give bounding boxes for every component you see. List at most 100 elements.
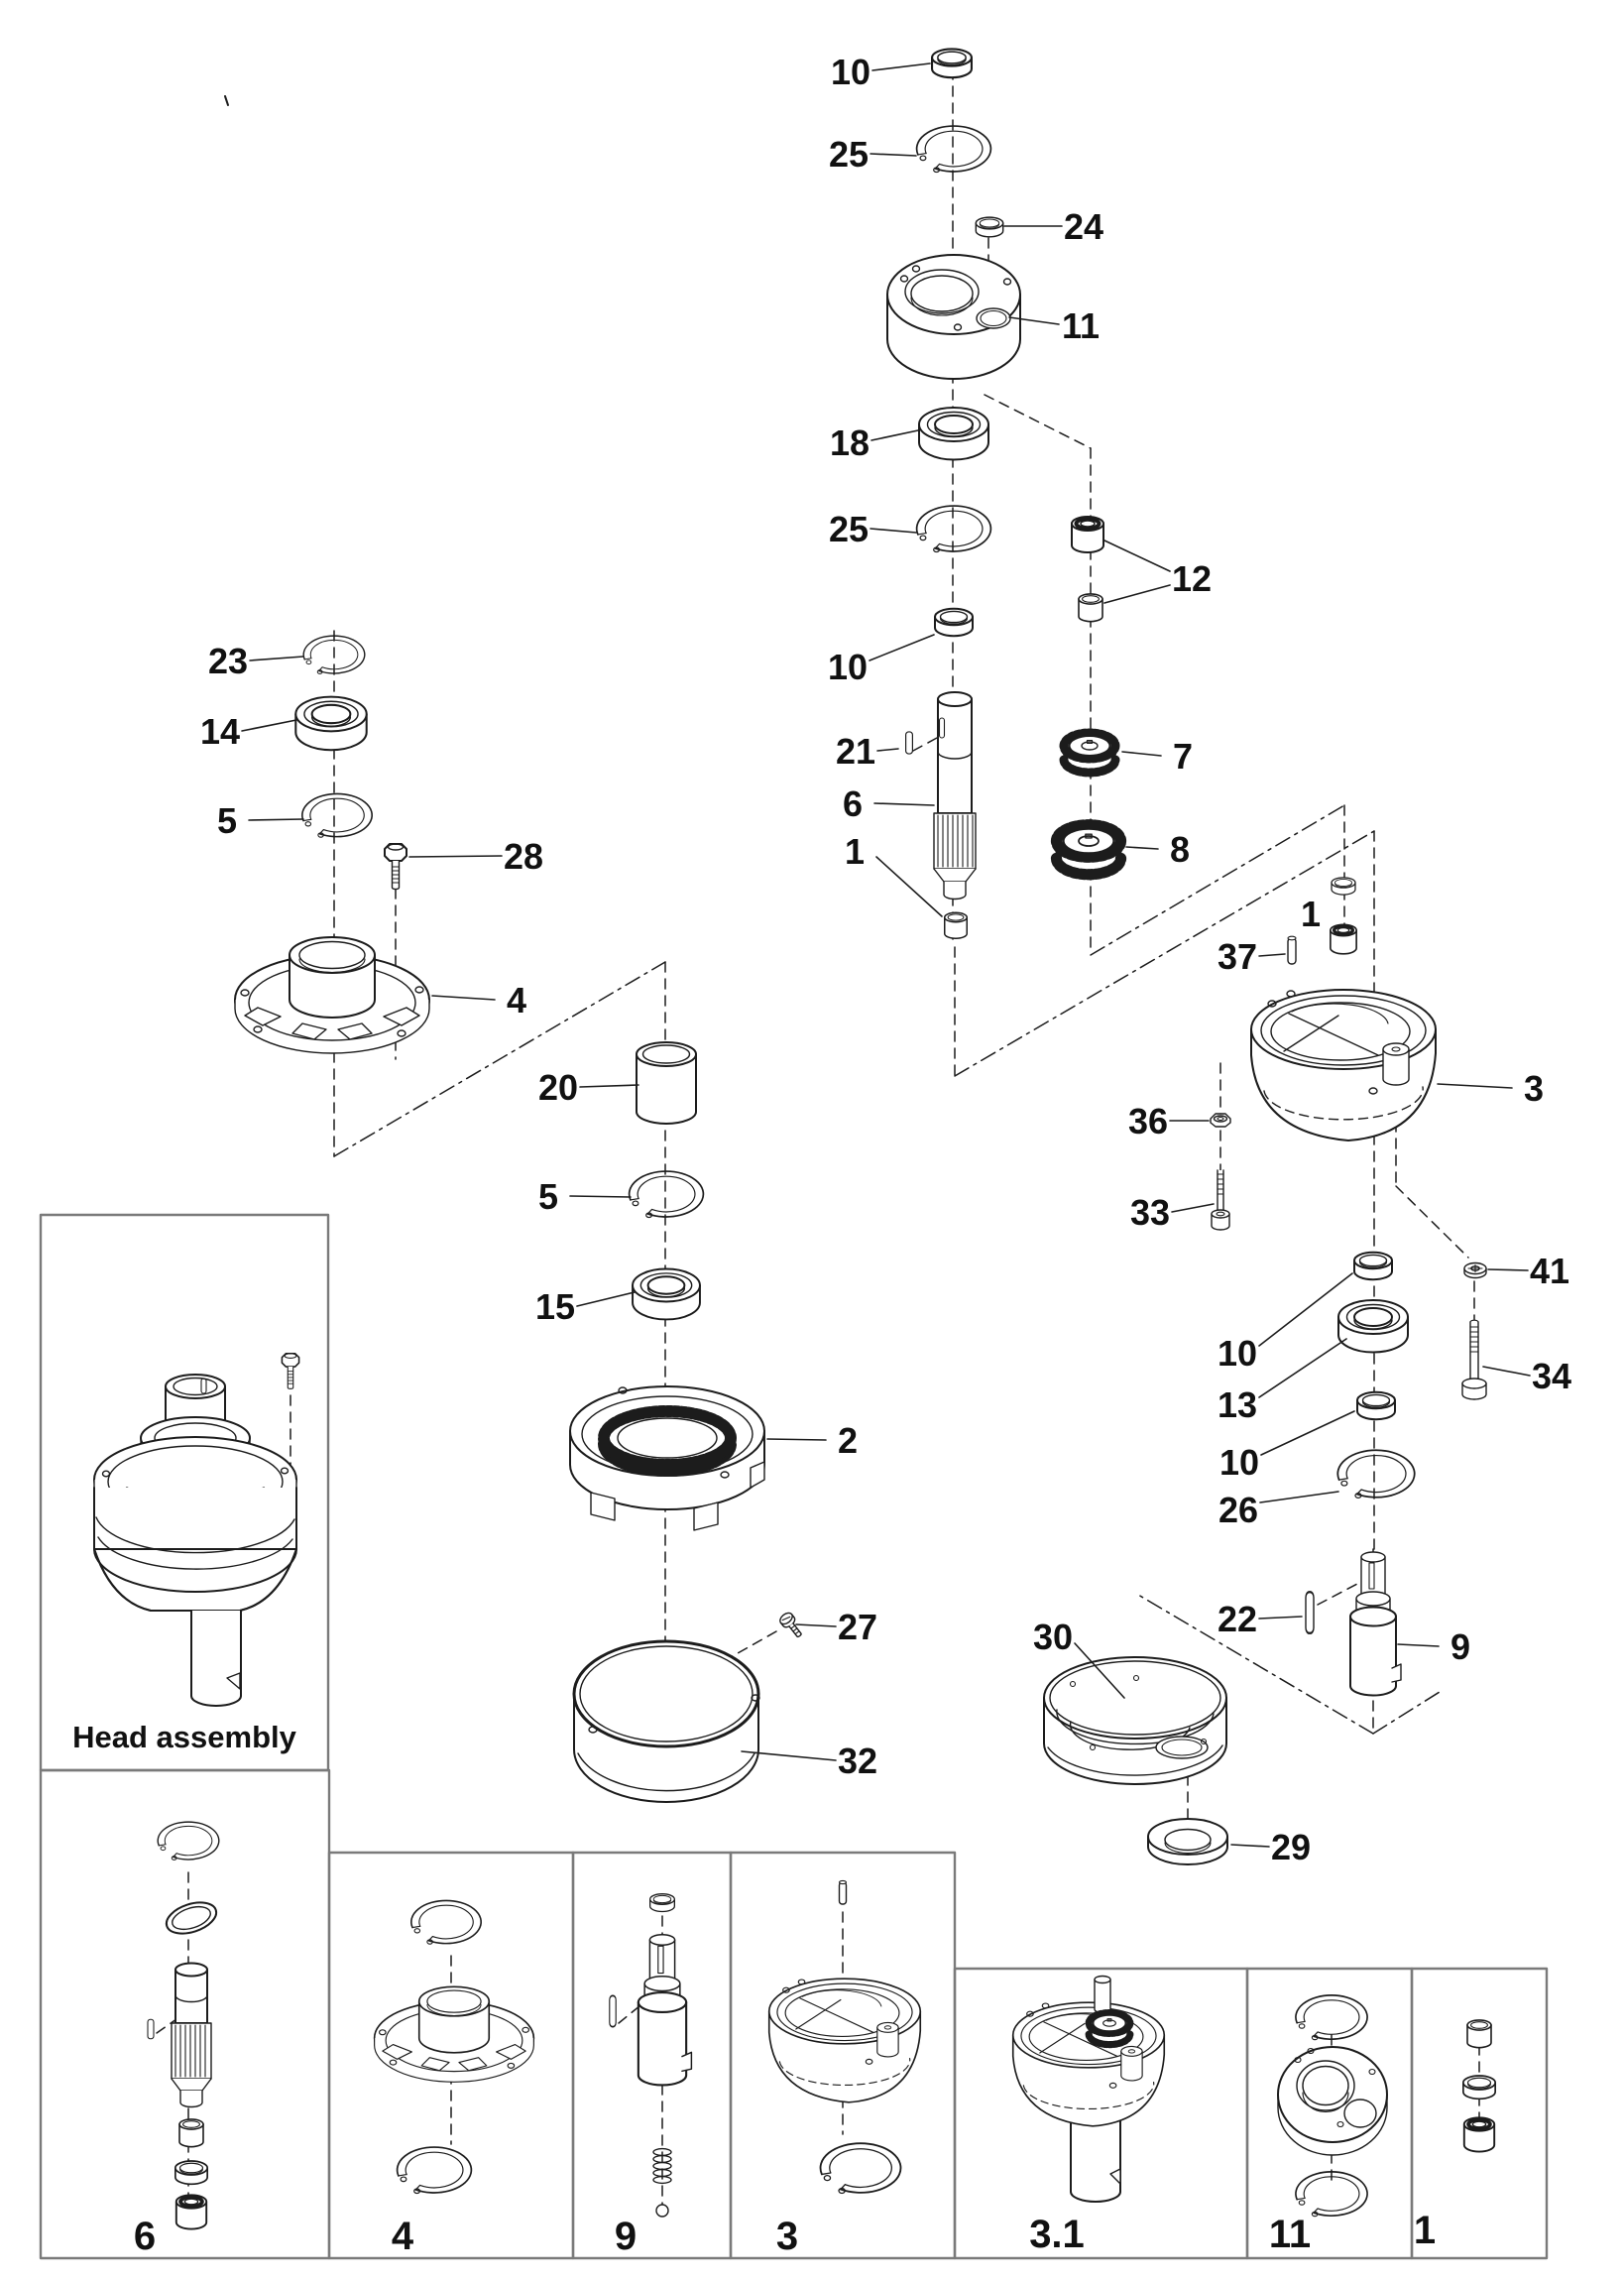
part-12-needle-bushing	[1070, 515, 1105, 554]
leader-18	[870, 429, 919, 441]
part-21-key	[905, 731, 913, 755]
leader-32	[741, 1750, 837, 1761]
leader-21	[876, 748, 899, 752]
leader-12	[1103, 540, 1171, 572]
leader-12-1	[1103, 584, 1171, 604]
callout-9: 9	[1450, 1626, 1470, 1667]
part-10-bushing-r2	[1356, 1390, 1396, 1421]
box-9-parts	[608, 1893, 693, 2218]
callout-8: 8	[1170, 829, 1190, 870]
leader-33	[1171, 1203, 1215, 1213]
stray-mark	[224, 95, 229, 106]
callout-14: 14	[200, 711, 240, 752]
part-33-bolt	[1211, 1169, 1230, 1231]
leader-5-mid	[569, 1195, 632, 1198]
part-36-nut	[1210, 1113, 1231, 1128]
leader-28	[408, 855, 503, 858]
section-label-box-4: 4	[392, 2215, 414, 2258]
part-20-sleeve	[636, 1041, 697, 1125]
part-26-snap-ring	[1336, 1449, 1416, 1500]
callout-33: 33	[1130, 1192, 1170, 1233]
callout-2: 2	[838, 1420, 858, 1461]
part-37-pin	[1287, 935, 1297, 965]
leader-34	[1482, 1366, 1531, 1377]
part-28-bolt	[384, 843, 407, 891]
part-8-gear	[1057, 825, 1121, 875]
part-25-snap-ring-mid	[915, 505, 992, 553]
leader-9	[1397, 1643, 1440, 1647]
part-7-gear	[1064, 733, 1115, 773]
callout-41: 41	[1530, 1251, 1569, 1291]
section-label-box-1: 1	[1414, 2209, 1436, 2252]
leader-26	[1259, 1491, 1339, 1503]
box-1	[1410, 1967, 1549, 2260]
part-4-planet-carrier	[234, 936, 430, 1054]
leader-10-r2	[1260, 1410, 1355, 1456]
callout-12: 12	[1172, 558, 1212, 599]
part-25-snap-ring-top	[915, 125, 992, 174]
section-label-head-assembly: Head assembly	[72, 1720, 296, 1754]
leader-1-mid	[875, 856, 943, 917]
callout-1-right: 1	[1301, 894, 1321, 934]
callout-15: 15	[535, 1286, 575, 1327]
section-label-box-6: 6	[134, 2215, 156, 2258]
section-label-box-11: 11	[1269, 2213, 1311, 2256]
callout-10-mid: 10	[828, 647, 868, 687]
leader-10-top	[871, 62, 931, 71]
leader-2	[766, 1438, 827, 1441]
leader-37	[1258, 953, 1286, 957]
callout-25-mid: 25	[829, 509, 869, 549]
leader-25-mid	[870, 528, 917, 534]
part-10-bushing-top	[930, 48, 974, 79]
callout-11: 11	[1062, 305, 1100, 346]
section-label-box-3: 3	[776, 2215, 798, 2258]
callout-25-top: 25	[829, 134, 869, 175]
leader-4	[431, 995, 496, 1001]
part-1-ring-right	[1331, 877, 1356, 896]
callout-21: 21	[836, 731, 875, 772]
part-30-bowl	[1043, 1656, 1227, 1785]
box-11-parts	[1277, 1994, 1388, 2218]
leader-30	[1074, 1642, 1125, 1699]
part-24-seal-ring	[975, 216, 1004, 238]
leader-29	[1230, 1844, 1270, 1848]
part-14-ball-bearing	[294, 695, 368, 752]
leader-14	[241, 719, 297, 732]
leader-6	[873, 802, 935, 806]
head-assembly-figure	[93, 1353, 300, 1707]
callout-28: 28	[504, 836, 543, 877]
leader-25-top	[870, 153, 917, 157]
leader-20	[579, 1084, 639, 1088]
leader-41	[1487, 1268, 1529, 1271]
part-1-bushing-mid	[944, 911, 968, 939]
callout-23: 23	[208, 641, 248, 681]
part-10-bushing-mid	[934, 607, 974, 638]
box-4-parts	[373, 1899, 535, 2195]
callout-34: 34	[1532, 1356, 1571, 1396]
part-18-ball-bearing	[918, 407, 989, 461]
box-3-1-parts	[1011, 1975, 1166, 2203]
leader-13	[1258, 1338, 1347, 1398]
part-3-gear-housing	[1250, 989, 1437, 1141]
callout-5-mid: 5	[538, 1176, 558, 1217]
callout-10-r2: 10	[1219, 1442, 1259, 1483]
leader-5-left	[248, 818, 304, 821]
part-5-snap-ring-mid	[628, 1170, 705, 1219]
part-34-bolt	[1461, 1319, 1487, 1400]
callout-24: 24	[1064, 206, 1103, 247]
leader-10-r1	[1258, 1272, 1353, 1347]
assembly-guide-lines	[156, 68, 1480, 2213]
leader-15	[576, 1291, 636, 1307]
callout-26: 26	[1218, 1490, 1258, 1530]
part-5-snap-ring-left	[301, 792, 374, 838]
part-12-bushing	[1078, 593, 1103, 623]
callout-20: 20	[538, 1067, 578, 1108]
leader-10-mid	[869, 634, 935, 661]
leader-27	[795, 1623, 837, 1627]
part-13-ball-bearing	[1337, 1299, 1409, 1354]
box-1-parts	[1461, 2019, 1497, 2154]
callout-10-top: 10	[831, 52, 870, 92]
